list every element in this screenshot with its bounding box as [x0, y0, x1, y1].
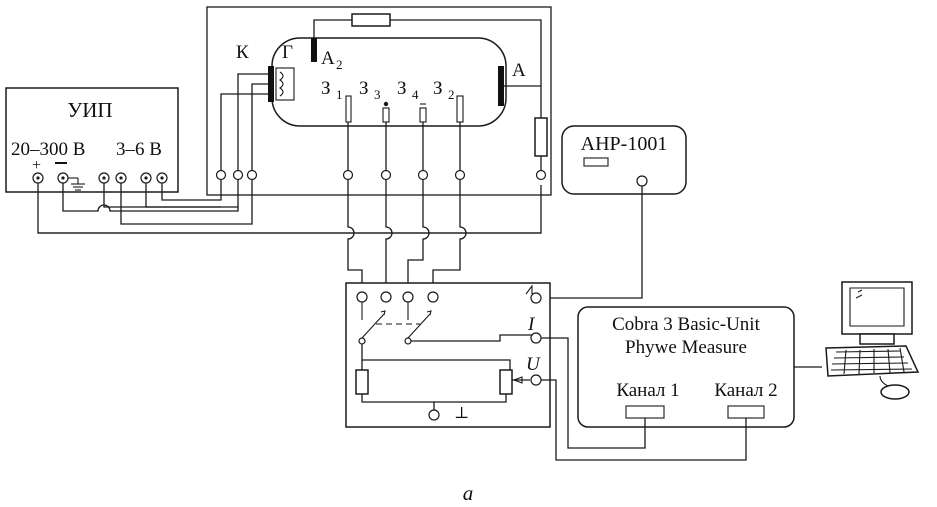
anode-resistor [534, 117, 548, 157]
computer-icon [825, 281, 920, 400]
anode-label: А [512, 60, 526, 81]
daq-channel2: Канал 2 [714, 380, 777, 401]
probe-4-subscript: 4 [412, 87, 419, 102]
heater [275, 67, 295, 101]
daq-line2: Phywe Measure [625, 337, 747, 358]
cathode-plate [268, 66, 274, 102]
tube-wiring-frame [206, 6, 552, 196]
probe-2-subscript: 2 [448, 87, 455, 102]
ground-terminal [428, 409, 440, 421]
probe-2-label: З [433, 78, 443, 99]
ground-symbol [68, 177, 85, 191]
terminal-U [530, 374, 542, 386]
plus-sign: + [32, 157, 41, 174]
switch-box [345, 282, 551, 428]
anode2-label: А [321, 48, 335, 69]
switch-label-I: I [527, 314, 536, 335]
power-supply-name: УИП [67, 98, 112, 122]
anode2-subscript: 2 [336, 57, 343, 72]
probe-1-subscript: 1 [336, 87, 343, 102]
voltmeter-display [583, 157, 609, 167]
probe-3-subscript: 3 [374, 87, 381, 102]
mouse-icon [880, 384, 910, 400]
tube-wiring [215, 13, 548, 288]
power-supply-range-low: 3–6 В [116, 139, 162, 160]
power-supply-wires [37, 180, 542, 234]
anode-plate [498, 66, 504, 106]
shunt-resistor [355, 369, 369, 395]
voltmeter-unit: АНР-1001 [540, 125, 687, 299]
probe-1-label: З [321, 78, 331, 99]
terminal-angle [530, 292, 542, 304]
cathode-label: К [236, 42, 249, 63]
power-supply-unit: УИП 20–300 В 3–6 В + [5, 87, 179, 193]
probe-4-label: З [397, 78, 407, 99]
heater-label: Г [282, 42, 293, 63]
voltmeter-name: АНР-1001 [581, 133, 668, 155]
power-supply-range-high: 20–300 В [11, 139, 85, 160]
probe-3-label: З [359, 78, 369, 99]
voltmeter-input [636, 175, 648, 187]
daq-line1: Cobra 3 Basic-Unit [612, 314, 760, 335]
switch-label-U: U [526, 354, 541, 375]
switch-ground-symbol: ⊥ [454, 405, 469, 422]
discharge-tube [268, 37, 507, 127]
divider-resistor [499, 369, 513, 395]
daq-channel1: Канал 1 [616, 380, 679, 401]
top-resistor [351, 13, 391, 27]
figure-caption: а [463, 481, 474, 505]
daq-unit: Cobra 3 Basic-Unit Phywe Measure Канал 1… [577, 306, 795, 428]
anode2-plate [311, 38, 317, 62]
